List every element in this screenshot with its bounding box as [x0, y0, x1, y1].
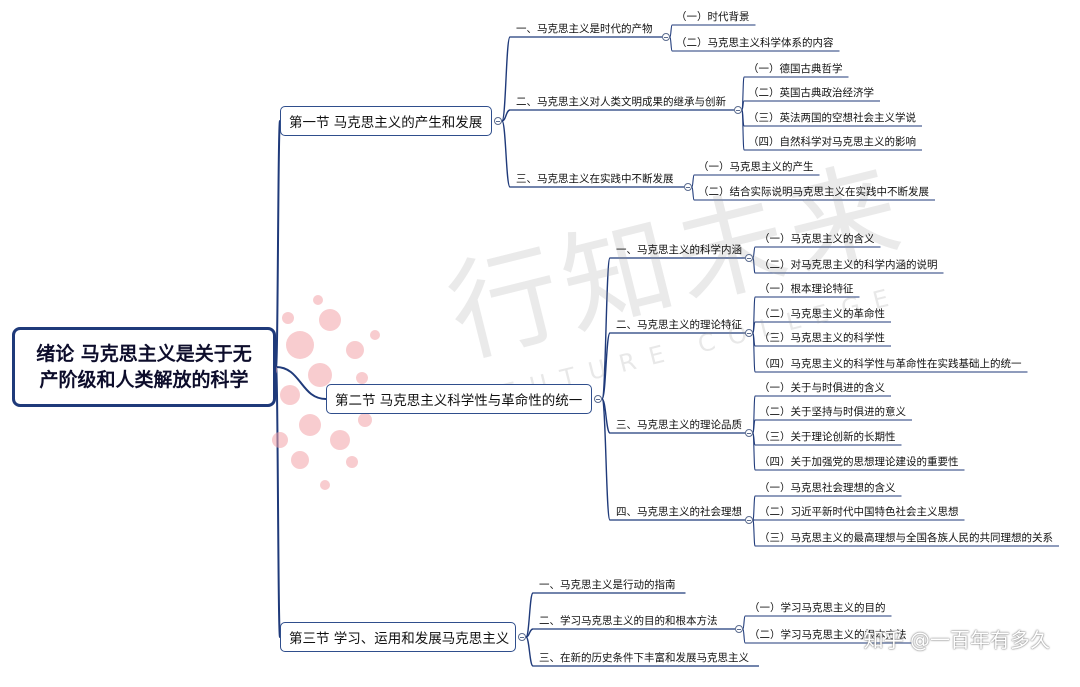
- section-node[interactable]: 第三节 学习、运用和发展马克思主义: [280, 622, 516, 652]
- connector-line: [601, 257, 611, 400]
- root-topic[interactable]: 绪论 马克思主义是关于无 产阶级和人类解放的科学: [12, 327, 276, 407]
- item-label[interactable]: 二、马克思主义对人类文明成果的继承与创新: [516, 96, 726, 108]
- item-label[interactable]: 二、学习马克思主义的目的和根本方法: [539, 615, 718, 627]
- collapse-toggle-icon[interactable]: [745, 429, 753, 437]
- sub-item-label[interactable]: （三）马克思主义的科学性: [759, 332, 885, 344]
- section-title: 第二节 马克思主义科学性与革命性的统一: [335, 393, 583, 409]
- sub-item-label[interactable]: （二）结合实际说明马克思主义在实践中不断发展: [698, 186, 929, 198]
- connector-line: [525, 592, 534, 638]
- item-label[interactable]: 三、马克思主义在实践中不断发展: [516, 173, 674, 185]
- connector-line: [601, 332, 611, 400]
- item-label[interactable]: 一、马克思主义的科学内涵: [616, 244, 742, 256]
- connector-line: [742, 628, 746, 644]
- sub-item-label[interactable]: （二）关于坚持与时俱进的意义: [759, 406, 906, 418]
- collapse-toggle-icon[interactable]: [662, 33, 670, 41]
- item-label[interactable]: 四、马克思主义的社会理想: [616, 506, 742, 518]
- connector-line: [501, 36, 511, 122]
- collapse-toggle-icon[interactable]: [684, 183, 692, 191]
- sub-item-label[interactable]: （三）英法两国的空想社会主义学说: [748, 112, 916, 124]
- sub-item-label[interactable]: （一）关于与时俱进的含义: [759, 382, 885, 394]
- collapse-toggle-icon[interactable]: [735, 625, 743, 633]
- collapse-toggle-icon[interactable]: [745, 329, 753, 337]
- connector-line: [752, 519, 756, 547]
- collapse-toggle-icon[interactable]: [494, 117, 502, 125]
- connector-line: [752, 257, 756, 274]
- connector-line: [601, 398, 611, 521]
- connector-line: [752, 246, 756, 259]
- sub-item-label[interactable]: （二）马克思主义科学体系的内容: [676, 37, 834, 49]
- item-label[interactable]: 三、马克思主义的理论品质: [616, 419, 742, 431]
- collapse-toggle-icon[interactable]: [745, 254, 753, 262]
- sub-item-label[interactable]: （四）马克思主义的科学性与革命性在实践基础上的统一: [759, 358, 1022, 370]
- connector-line: [752, 495, 756, 521]
- sub-item-label[interactable]: （一）学习马克思主义的目的: [749, 602, 886, 614]
- sub-item-label[interactable]: （一）马克思主义的产生: [698, 161, 814, 173]
- connector-line: [691, 174, 695, 188]
- collapse-toggle-icon[interactable]: [745, 516, 753, 524]
- section-node[interactable]: 第二节 马克思主义科学性与革命性的统一: [326, 384, 592, 414]
- sub-item-label[interactable]: （四）自然科学对马克思主义的影响: [748, 136, 916, 148]
- section-title: 第一节 马克思主义的产生和发展: [289, 115, 483, 131]
- root-topic-line-1: 绪论 马克思主义是关于无: [36, 343, 252, 365]
- connector-line: [752, 432, 756, 471]
- collapse-toggle-icon[interactable]: [594, 395, 602, 403]
- sub-item-label[interactable]: （一）马克思主义的含义: [759, 233, 875, 245]
- author-signature: 知乎 @一百年有多久: [863, 628, 1050, 652]
- connector-line: [525, 636, 534, 667]
- sub-item-label[interactable]: （二）对马克思主义的科学内涵的说明: [759, 259, 938, 271]
- item-label[interactable]: 三、在新的历史条件下丰富和发展马克思主义: [539, 652, 749, 664]
- sub-item-label[interactable]: （四）关于加强党的思想理论建设的重要性: [759, 456, 959, 468]
- connector-line: [501, 120, 511, 188]
- sub-item-label[interactable]: （二）习近平新时代中国特色社会主义思想: [759, 506, 959, 518]
- sub-item-label[interactable]: （二）马克思主义的革命性: [759, 308, 885, 320]
- connector-line: [669, 24, 673, 38]
- connector-line: [275, 366, 327, 400]
- collapse-toggle-icon[interactable]: [734, 106, 742, 114]
- sub-item-label[interactable]: （一）马克思社会理想的含义: [759, 482, 896, 494]
- sub-item-label[interactable]: （一）根本理论特征: [759, 283, 854, 295]
- item-label[interactable]: 二、马克思主义的理论特征: [616, 319, 742, 331]
- section-node[interactable]: 第一节 马克思主义的产生和发展: [280, 106, 492, 136]
- sub-item-label[interactable]: （二）英国古典政治经济学: [748, 87, 874, 99]
- connector-line: [501, 109, 511, 122]
- connector-line: [752, 332, 756, 373]
- sub-item-label[interactable]: （一）时代背景: [676, 11, 750, 23]
- connector-line: [742, 615, 746, 630]
- connector-line: [691, 186, 695, 201]
- sub-item-label[interactable]: （一）德国古典哲学: [748, 63, 843, 75]
- connector-line: [275, 120, 281, 368]
- sub-item-label[interactable]: （三）马克思主义的最高理想与全国各族人民的共同理想的关系: [759, 532, 1053, 544]
- section-title: 第三节 学习、运用和发展马克思主义: [289, 631, 510, 647]
- connector-line: [275, 366, 281, 638]
- root-topic-line-2: 产阶级和人类解放的科学: [39, 369, 249, 391]
- connector-line: [669, 36, 673, 52]
- sub-item-label[interactable]: （三）关于理论创新的长期性: [759, 431, 896, 443]
- collapse-toggle-icon[interactable]: [518, 633, 526, 641]
- sub-item-label[interactable]: （二）学习马克思主义的根本方法: [749, 629, 907, 641]
- item-label[interactable]: 一、马克思主义是时代的产物: [516, 23, 653, 35]
- item-label[interactable]: 一、马克思主义是行动的指南: [539, 579, 676, 591]
- connector-line: [741, 109, 745, 151]
